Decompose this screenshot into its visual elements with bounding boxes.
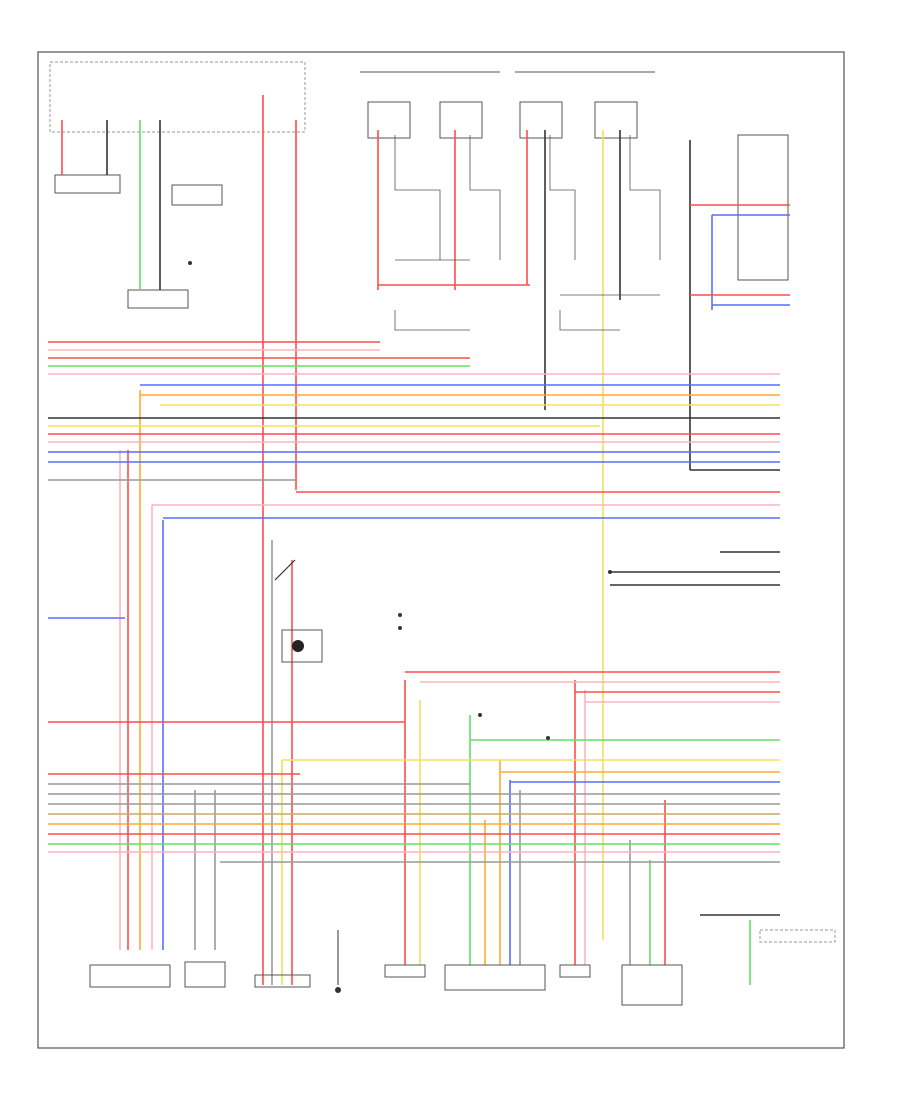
bottom-component-1 bbox=[89, 964, 171, 988]
relay-box-2 bbox=[127, 289, 189, 309]
horizontal-wires bbox=[48, 204, 790, 916]
sensor-box bbox=[281, 629, 323, 663]
injector-wiring bbox=[394, 135, 661, 331]
injector-block-1 bbox=[367, 101, 411, 139]
diagram-border bbox=[37, 51, 845, 1049]
right-module-box bbox=[737, 134, 789, 281]
vertical-wires bbox=[61, 95, 751, 985]
relay-box bbox=[171, 184, 223, 206]
bottom-component-5 bbox=[444, 964, 546, 991]
bottom-component-6 bbox=[559, 964, 591, 978]
injector-block-3 bbox=[519, 101, 563, 139]
bottom-component-4 bbox=[384, 964, 426, 978]
bottom-component-2 bbox=[184, 961, 226, 988]
middle-components bbox=[274, 559, 612, 740]
connector-node-4 bbox=[478, 713, 482, 717]
connector-node-3 bbox=[608, 570, 612, 574]
fuse-box-group bbox=[49, 61, 306, 309]
ground-terminal bbox=[335, 987, 341, 993]
connector-node-1 bbox=[398, 613, 402, 617]
connector-node-5 bbox=[546, 736, 550, 740]
injector-block-2 bbox=[439, 101, 483, 139]
injector-blocks bbox=[360, 71, 655, 139]
right-bottom-connector bbox=[759, 929, 836, 943]
sensor-core bbox=[292, 640, 304, 652]
bottom-component-3 bbox=[254, 974, 311, 988]
relay-junction bbox=[188, 261, 192, 265]
injector-block-4 bbox=[594, 101, 638, 139]
fuse-relay-block bbox=[54, 174, 121, 194]
bottom-components bbox=[89, 929, 836, 1006]
switch-symbol bbox=[274, 559, 296, 581]
connector-node-2 bbox=[398, 626, 402, 630]
bottom-component-7 bbox=[621, 964, 683, 1006]
